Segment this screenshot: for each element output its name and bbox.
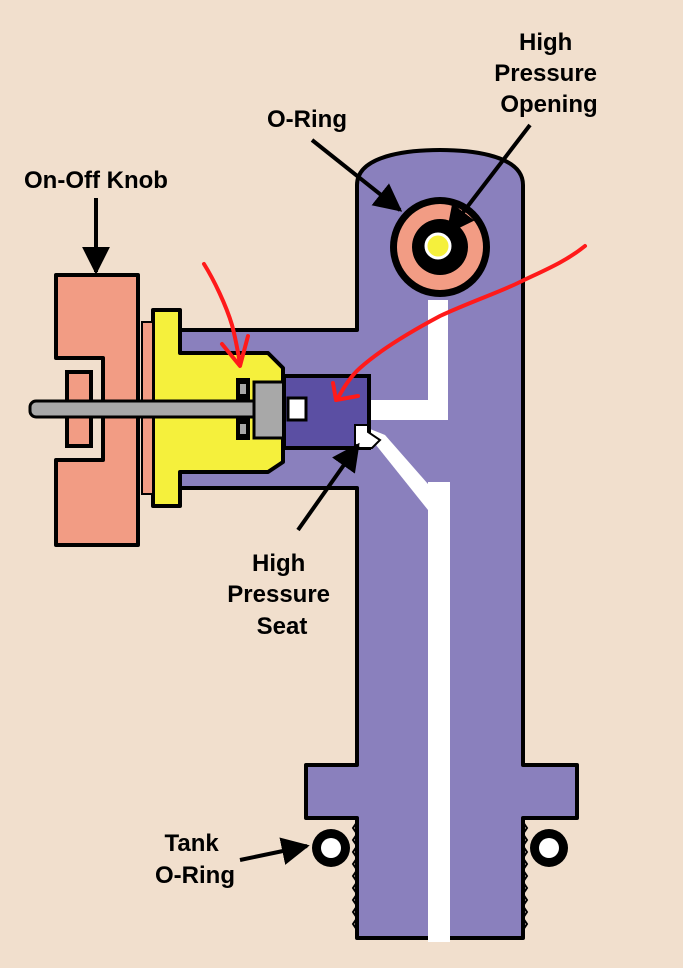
red-mark-seat (331, 244, 587, 402)
arrow-o-ring (310, 138, 403, 212)
on-off-knob (54, 273, 140, 547)
stem-head (252, 380, 286, 440)
label-tank-o-ring: Tank O-Ring (155, 830, 235, 889)
gas-passage (360, 300, 450, 942)
arrow-high-pressure-seat (296, 442, 360, 532)
label-on-off-knob: On-Off Knob (24, 167, 168, 194)
thread-left (351, 821, 359, 931)
valve-body (176, 148, 579, 940)
arrow-high-pressure-opening (446, 123, 532, 235)
label-o-ring: O-Ring (267, 106, 347, 133)
label-high-pressure-seat: High Pressure Seat (227, 550, 336, 640)
red-mark-stem-seal (202, 262, 250, 368)
arrow-tank-o-ring (239, 837, 310, 865)
valve-stem (28, 399, 278, 419)
label-high-pressure-opening: High Pressure Opening (494, 29, 603, 118)
thread-right (521, 821, 529, 931)
